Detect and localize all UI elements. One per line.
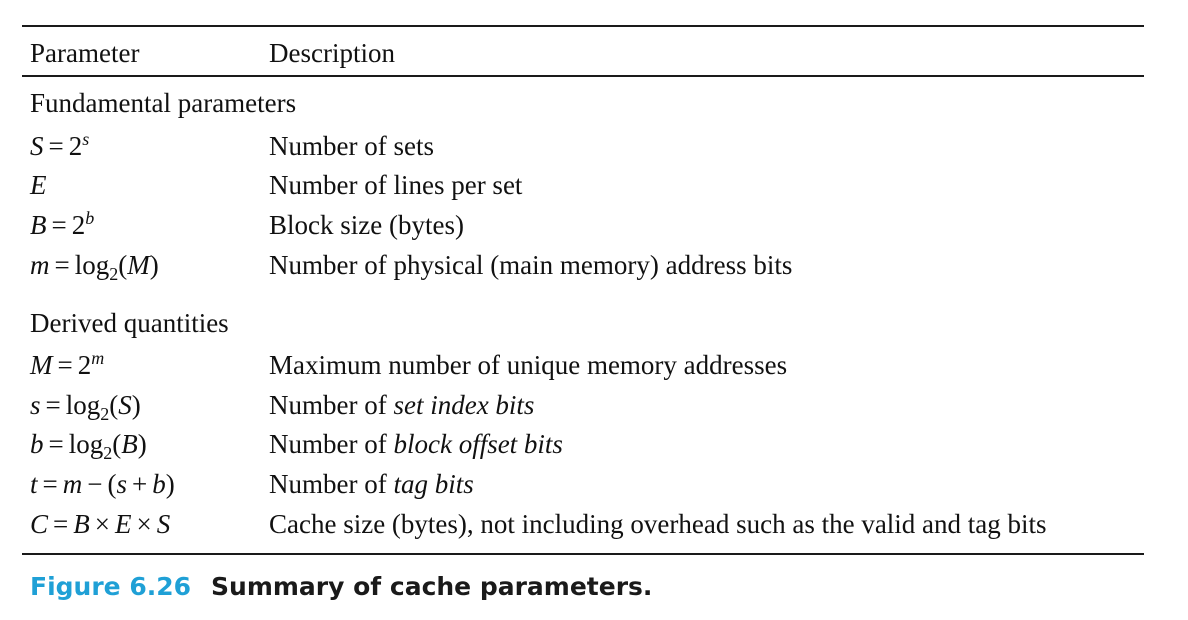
param-m: m=log2(M) [30,250,159,284]
desc-M: Maximum number of unique memory addresse… [269,350,788,380]
section-title-fundamental: Fundamental parameters [30,88,297,118]
desc-m: Number of physical (main memory) address… [269,250,793,280]
param-t: t=m−(s+b) [30,469,175,499]
desc-S: Number of sets [269,131,434,161]
param-M: M=2m [30,348,105,380]
desc-B: Block size (bytes) [269,210,464,240]
header-description: Description [269,38,395,68]
desc-E: Number of lines per set [269,170,523,200]
desc-t: Number of tag bits [269,469,474,499]
param-S: S=2s [30,129,90,161]
param-s: s=log2(S) [30,390,141,424]
figure-number: Figure 6.26 [30,572,192,601]
header-rule [22,75,1144,77]
param-b: b=log2(B) [30,429,147,463]
figure-caption: Figure 6.26 Summary of cache parameters. [30,571,652,603]
param-B: B=2b [30,208,95,240]
table-top-rule [22,25,1144,27]
desc-C: Cache size (bytes), not including overhe… [269,509,1047,539]
table-bottom-rule [22,553,1144,555]
section-title-derived: Derived quantities [30,308,229,338]
header-parameter: Parameter [30,38,140,68]
figure-caption-text: Summary of cache parameters. [211,572,653,601]
desc-s: Number of set index bits [269,390,535,420]
param-E: E [30,170,47,200]
desc-b: Number of block offset bits [269,429,563,459]
param-C: C=B×E×S [30,509,171,539]
